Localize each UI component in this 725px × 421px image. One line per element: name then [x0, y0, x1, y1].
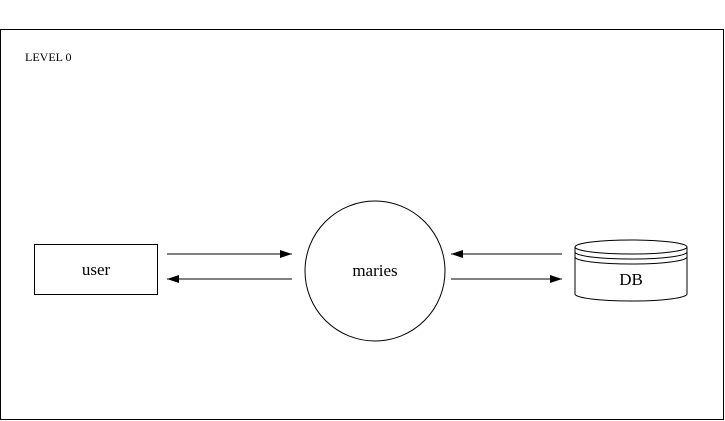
process-label: maries: [352, 261, 397, 280]
process-maries[interactable]: maries: [304, 200, 446, 342]
datastore-label: DB: [619, 270, 643, 289]
datastore-db[interactable]: DB: [574, 239, 688, 302]
datastore-top: [574, 239, 688, 255]
datastore-ring-2: [574, 256, 688, 265]
process-circle: [304, 200, 446, 342]
user-entity-box: [34, 244, 158, 295]
user-entity-label: user: [82, 260, 111, 279]
datastore-ring-1: [574, 251, 688, 260]
level-label: LEVEL 0: [25, 50, 72, 64]
user-entity[interactable]: user: [34, 244, 158, 295]
datastore-body: [574, 247, 688, 302]
